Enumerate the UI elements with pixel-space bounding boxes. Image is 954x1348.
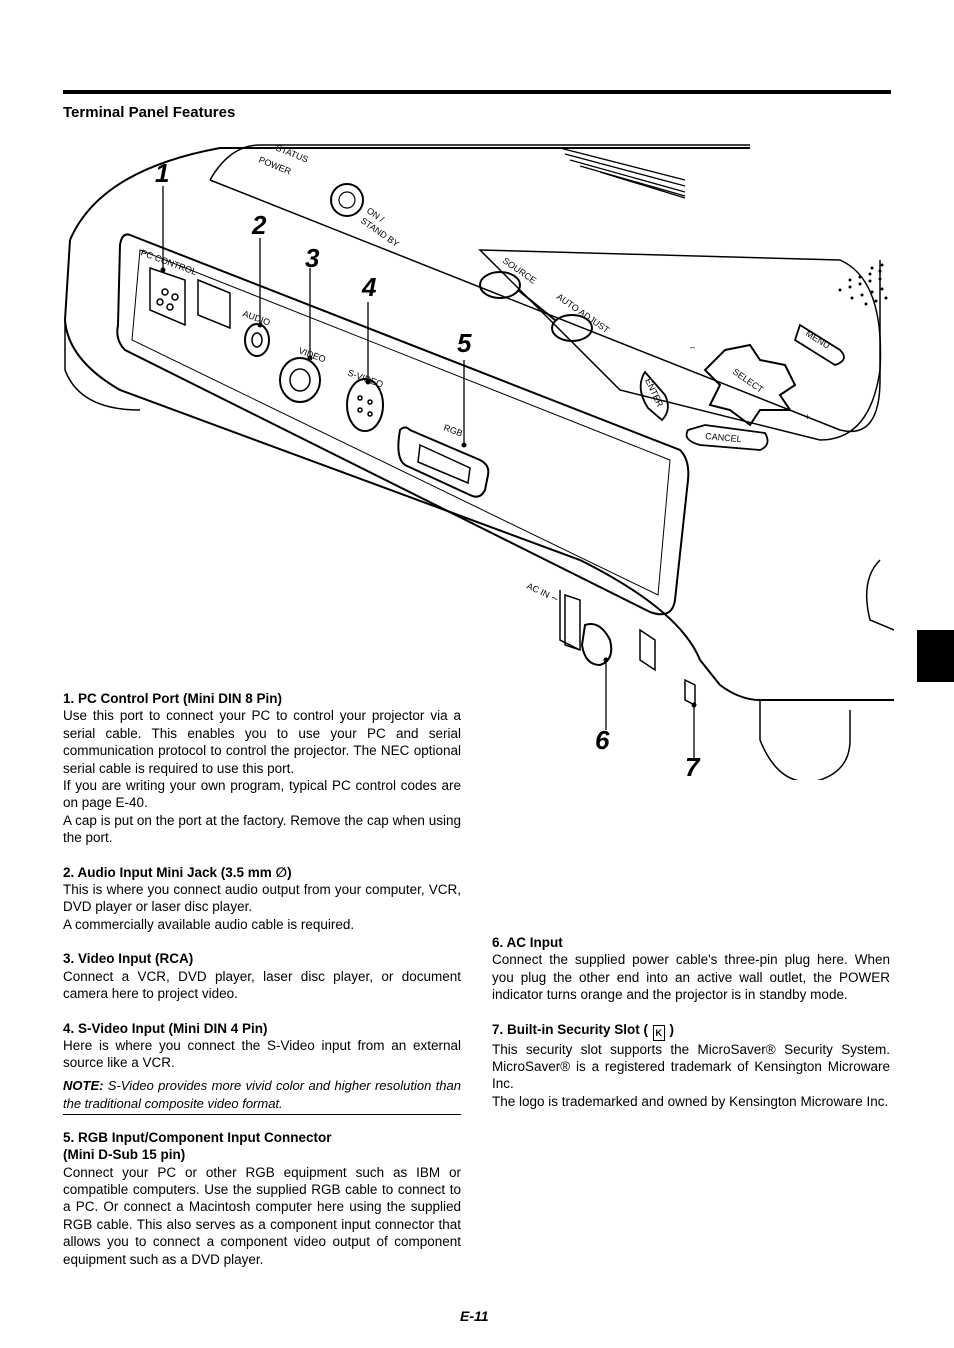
item-video: 3. Video Input (RCA) Connect a VCR, DVD … [63, 950, 461, 1002]
power-button [330, 183, 364, 217]
item-audio: 2. Audio Input Mini Jack (3.5 mm ∅) This… [63, 864, 461, 934]
control-panel-area [478, 249, 882, 441]
item-paragraph: Here is where you connect the S-Video in… [63, 1037, 461, 1071]
item-security-slot: 7. Built-in Security Slot ( K ) This sec… [492, 1021, 890, 1111]
note-label: NOTE: [63, 1077, 104, 1093]
body-bottom-edge [63, 239, 894, 701]
item-paragraph: Connect your PC or other RGB equipment s… [63, 1164, 461, 1267]
speaker-dots [838, 263, 888, 306]
item-paragraph: This is where you connect audio output f… [63, 882, 461, 915]
ac-in-label: AC IN ∼ [525, 581, 560, 604]
left-column: 1. PC Control Port (Mini DIN 8 Pin) Use … [63, 690, 461, 1285]
video-rca-jack [279, 357, 321, 403]
top-panel-edge [209, 144, 750, 181]
kensington-lock-icon: K [652, 1024, 665, 1041]
item-paragraph: A cap is put on the port at the factory.… [63, 812, 461, 846]
note-text: S-Video provides more vivid color and hi… [63, 1077, 461, 1111]
ac-in-socket [564, 593, 581, 652]
plus-label: + [805, 412, 810, 422]
cancel-label: CANCEL [705, 431, 742, 444]
item-ac-input: 6. AC Input Connect the supplied power c… [492, 934, 890, 1004]
item-paragraph: Connect the supplied power cable's three… [492, 952, 890, 1003]
auto-adjust-button [551, 314, 593, 342]
projector-drawing: STATUS POWER ON / STAND BY SOURCE AUTO A… [63, 143, 895, 783]
source-button [479, 271, 521, 299]
right-column: 6. AC Input Connect the supplied power c… [492, 934, 890, 1127]
item-paragraph: This security slot supports the MicroSav… [492, 1041, 890, 1092]
terminal-panel-inner [131, 249, 671, 596]
item-paragraph: The logo is trademarked and owned by Ken… [492, 1093, 889, 1109]
s-video-jack [346, 378, 384, 432]
power-label: POWER [257, 155, 293, 177]
item-title: 5. RGB Input/Component Input Connector [63, 1129, 332, 1145]
ac-inlet [580, 623, 613, 667]
callout-5: 5 [457, 328, 472, 358]
body-top-edge [69, 147, 750, 241]
audio-jack [244, 323, 270, 357]
rgb-connector [397, 426, 490, 498]
item-title-line-2: (Mini D-Sub 15 pin) [63, 1147, 186, 1163]
item-pc-control: 1. PC Control Port (Mini DIN 8 Pin) Use … [63, 690, 461, 847]
pc-control-port [149, 266, 186, 327]
item-title: 6. AC Input [492, 935, 563, 950]
item-title: 4. S-Video Input (Mini DIN 4 Pin) [63, 1020, 268, 1036]
item-paragraph: Connect a VCR, DVD player, laser disc pl… [63, 968, 461, 1002]
menu-button [793, 323, 845, 366]
item-paragraph: Use this port to connect your PC to cont… [63, 708, 461, 776]
select-label: SELECT [731, 366, 766, 395]
item-s-video: 4. S-Video Input (Mini DIN 4 Pin) Here i… [63, 1020, 461, 1072]
pc-control-label: PC CONTROL [139, 247, 198, 277]
callout-3: 3 [305, 243, 320, 273]
rgb-label: RGB [442, 422, 464, 438]
cancel-button [685, 424, 769, 451]
minus-label: – [690, 342, 695, 352]
callout-7: 7 [685, 752, 701, 780]
section-title: Terminal Panel Features [63, 104, 236, 121]
foot [759, 700, 851, 783]
terminal-panel-illustration: STATUS POWER ON / STAND BY SOURCE AUTO A… [60, 140, 895, 785]
enter-button [639, 370, 669, 422]
item-title: 7. Built-in Security Slot ( K ) [492, 1021, 890, 1041]
item-title: 3. Video Input (RCA) [63, 951, 194, 967]
callout-4: 4 [361, 272, 377, 302]
item-title: 1. PC Control Port (Mini DIN 8 Pin) [63, 691, 282, 706]
callout-2: 2 [251, 210, 267, 240]
item-paragraph: A commercially available audio cable is … [63, 916, 355, 932]
s-video-note: NOTE: S-Video provides more vivid color … [63, 1077, 461, 1115]
item-paragraph: If you are writing your own program, typ… [63, 778, 461, 811]
item-title: 2. Audio Input Mini Jack (3.5 mm ∅) [63, 864, 292, 880]
security-slot [639, 628, 656, 672]
vent-grille [559, 147, 686, 199]
terminal-panel-frame [116, 233, 690, 616]
select-pad [703, 343, 797, 427]
callout-6: 6 [595, 725, 610, 755]
chapter-side-tab [917, 630, 954, 682]
control-panel-edge [209, 179, 881, 433]
top-rule [63, 90, 891, 94]
pc-control-cap [197, 278, 231, 330]
item-rgb: 5. RGB Input/Component Input Connector (… [63, 1129, 461, 1268]
callout-1: 1 [155, 158, 169, 188]
page-number: E-11 [460, 1308, 489, 1324]
